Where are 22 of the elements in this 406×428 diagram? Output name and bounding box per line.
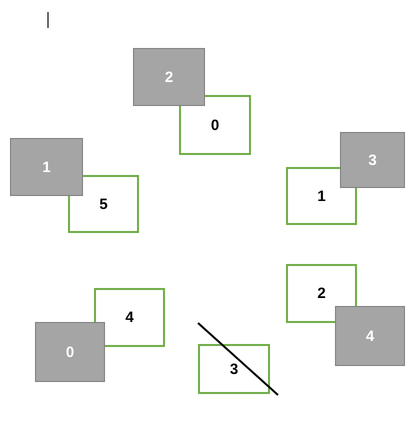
box-number: 5: [99, 196, 108, 212]
box-number: 3: [230, 360, 238, 378]
numbered-box: [286, 264, 357, 323]
numbered-box: [179, 95, 251, 155]
box-number: 1: [317, 188, 326, 204]
box-number: 1: [42, 158, 51, 176]
box-number: 2: [317, 285, 326, 302]
box-number: 2: [164, 68, 174, 86]
numbered-box: [198, 344, 270, 394]
numbered-box: [35, 322, 105, 382]
box-number: 3: [368, 152, 377, 168]
numbered-box: [94, 288, 165, 347]
box-number: 0: [210, 116, 220, 134]
numbered-box: [133, 48, 205, 106]
box-number: 4: [366, 328, 374, 344]
numbered-box: [68, 175, 139, 233]
box-number: 0: [66, 344, 74, 360]
box-number: 4: [125, 309, 134, 326]
numbered-box: [335, 306, 405, 366]
numbered-box: [286, 167, 357, 225]
numbered-box: [10, 138, 83, 196]
numbered-box: [340, 132, 405, 188]
